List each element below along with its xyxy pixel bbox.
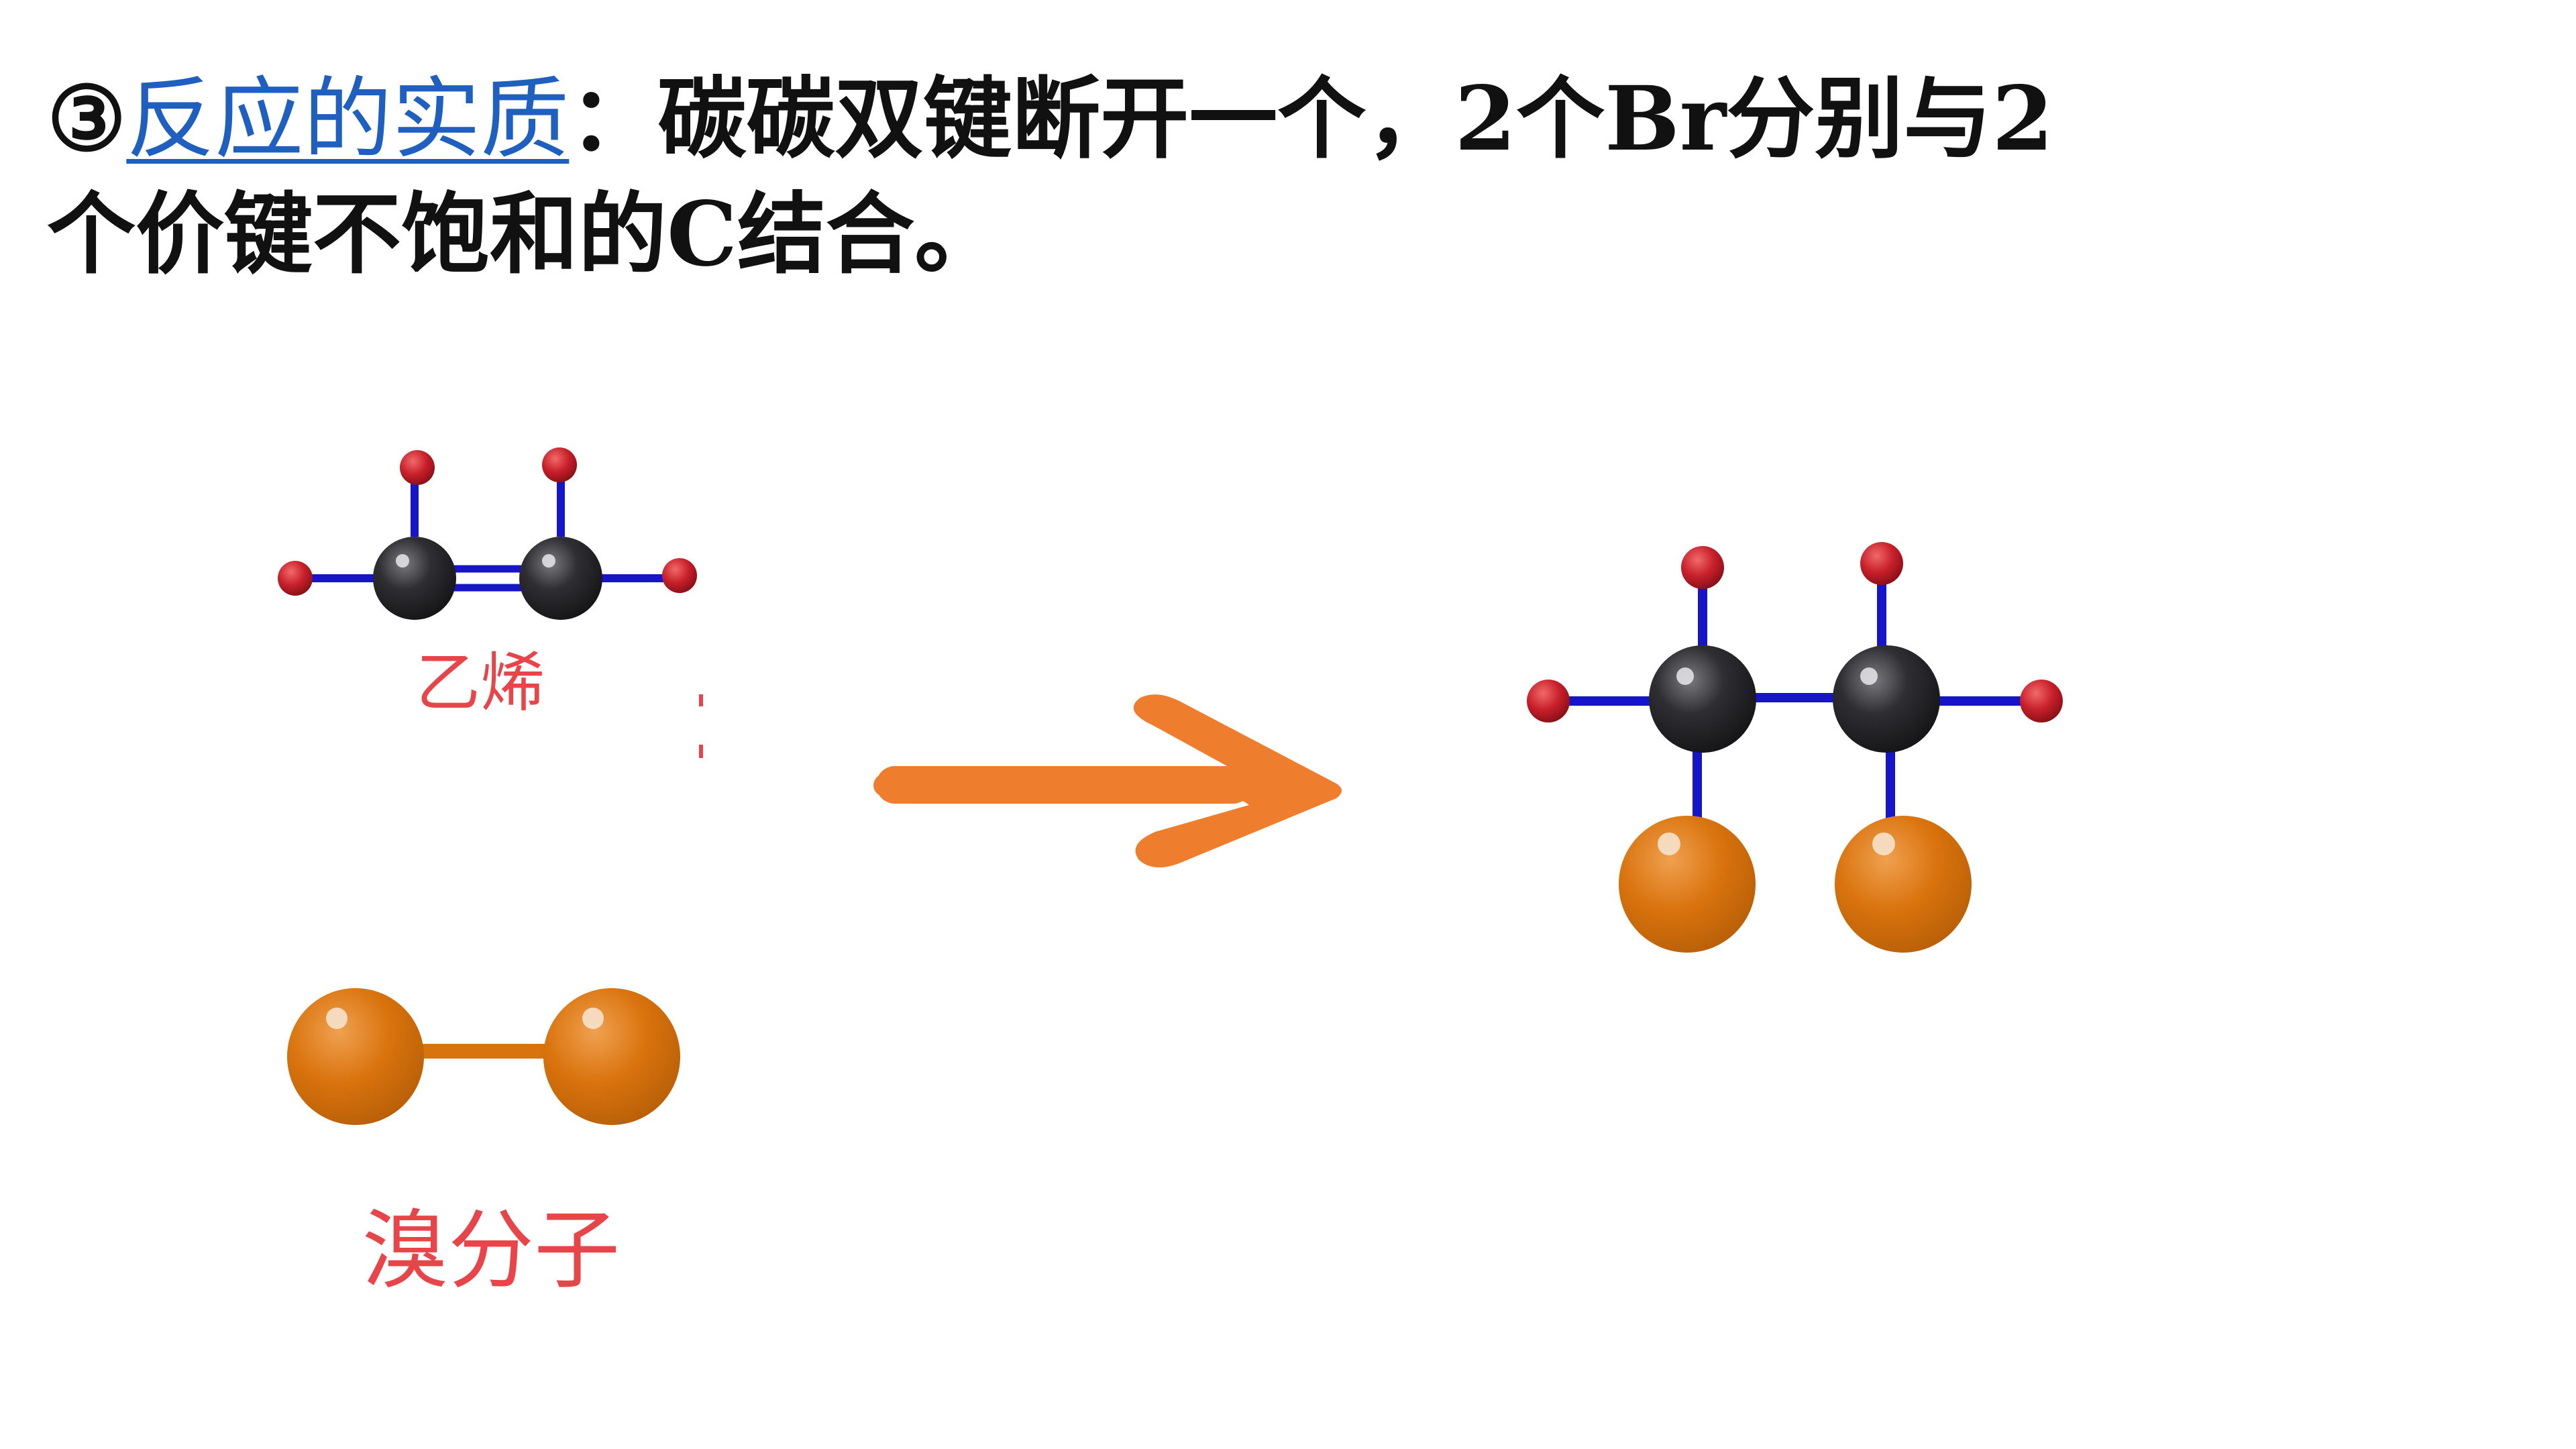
bromine-highlight: [1658, 833, 1680, 855]
hydrogen-atom: [542, 447, 577, 482]
hydrogen-atom: [2020, 680, 2063, 722]
step-marker: ③: [47, 67, 127, 171]
hydrogen-atom: [400, 450, 435, 485]
carbon-highlight: [542, 554, 555, 568]
heading-line-1: ③反应的实质：碳碳双键断开一个，2个Br分别与2: [47, 62, 2529, 177]
reaction-arrow-icon: [873, 694, 1342, 868]
reaction-essence-link[interactable]: 反应的实质: [126, 68, 570, 171]
bromine-atom: [1835, 816, 1972, 953]
carbon-atom: [373, 537, 456, 620]
dibromoethane-molecule: [1527, 542, 2063, 953]
heading-colon: ：: [569, 67, 658, 171]
bromine-highlight: [326, 1008, 347, 1029]
bromine-highlight: [582, 1008, 604, 1029]
bromine-atom: [1619, 816, 1756, 953]
hydrogen-atom: [1860, 542, 1903, 585]
ethylene-label: 乙烯: [416, 645, 545, 720]
carbon-atom: [519, 537, 602, 620]
carbon-atom: [1649, 645, 1756, 753]
hydrogen-atom: [1681, 546, 1724, 589]
bromine-label: 溴分子: [362, 1201, 621, 1301]
bromine-molecule: [287, 988, 680, 1125]
hydrogen-atom: [278, 561, 313, 596]
heading-line-2: 个价键不饱和的C结合。: [47, 182, 1004, 286]
bromine-highlight: [1872, 833, 1895, 855]
carbon-highlight: [1676, 667, 1694, 685]
heading-line-1-text: 碳碳双键断开一个，2个Br分别与2: [657, 67, 2054, 171]
stray-mark: [699, 694, 703, 758]
hydrogen-atom: [662, 558, 697, 593]
carbon-highlight: [396, 554, 409, 568]
hydrogen-atom: [1527, 680, 1570, 722]
bromine-atom: [287, 988, 424, 1125]
bromine-atom: [543, 988, 680, 1125]
page-title: ③反应的实质：碳碳双键断开一个，2个Br分别与2 个价键不饱和的C结合。: [47, 62, 2529, 292]
ethylene-molecule: [278, 447, 697, 620]
carbon-highlight: [1860, 667, 1878, 685]
carbon-atom: [1833, 645, 1940, 753]
